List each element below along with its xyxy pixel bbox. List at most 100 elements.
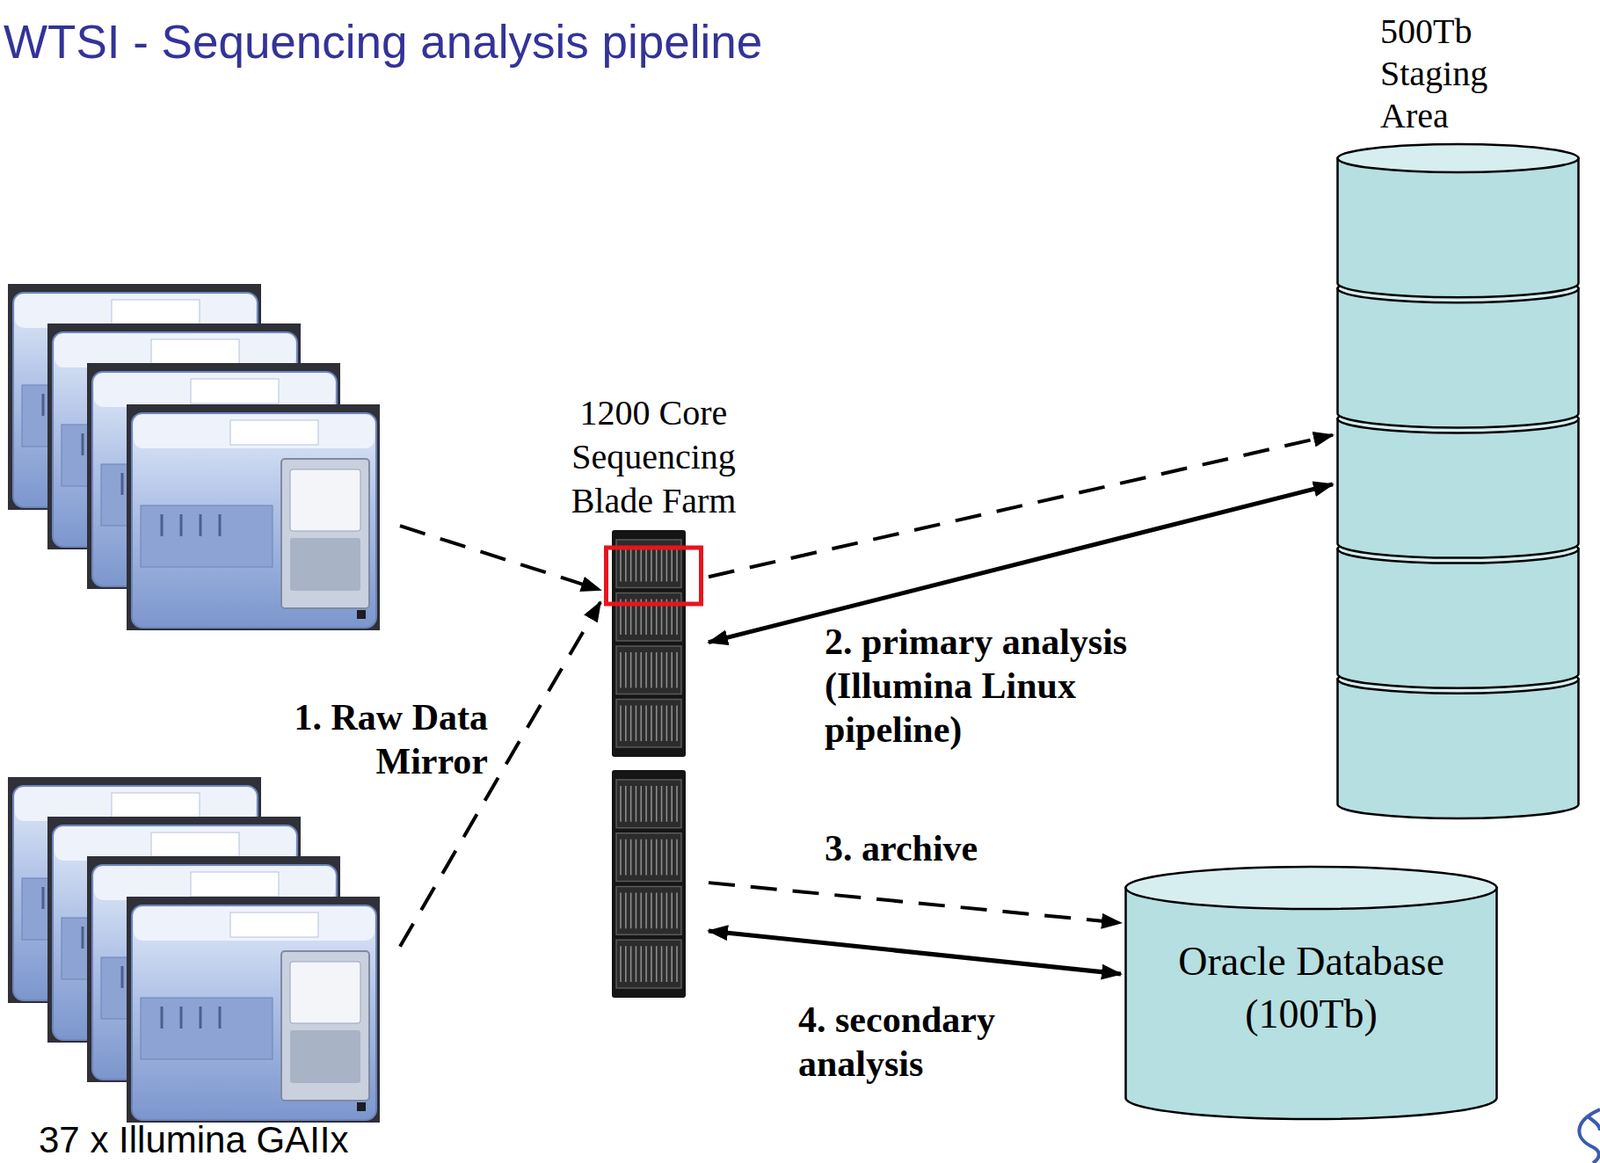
sequencer-stack-top (7, 283, 380, 631)
rack (611, 770, 686, 998)
blade (630, 945, 633, 982)
blade (666, 945, 669, 982)
blade (645, 545, 648, 582)
blade (666, 652, 669, 689)
blade (676, 945, 678, 982)
blade (661, 705, 663, 742)
blade (640, 652, 642, 689)
blade (655, 705, 658, 742)
blade (630, 545, 633, 582)
node-outline (603, 530, 704, 998)
blade (635, 893, 638, 930)
blade (640, 893, 642, 930)
blade (650, 705, 653, 742)
double-arrow (708, 484, 1333, 643)
blade (635, 785, 638, 822)
cylinder-body (1338, 158, 1579, 298)
blade (661, 652, 663, 689)
blade (676, 545, 678, 582)
node-heading: 500Tb Staging Area (1380, 10, 1548, 138)
blade (670, 785, 673, 822)
cylinder-body (1338, 288, 1579, 428)
blade (666, 545, 669, 582)
blade (670, 893, 673, 930)
highlight-box (606, 547, 702, 604)
blade (670, 839, 673, 876)
blade (676, 785, 678, 822)
blade (645, 652, 648, 689)
blade (676, 705, 678, 742)
blade (655, 785, 658, 822)
blade (630, 893, 633, 930)
blade (666, 785, 669, 822)
blade (661, 785, 663, 822)
blade (650, 545, 653, 582)
blade (635, 705, 638, 742)
cylinder-body (1338, 549, 1579, 689)
dashed-arrow (400, 525, 601, 590)
blade (666, 893, 669, 930)
blade (676, 839, 678, 876)
blade (666, 839, 669, 876)
blade (655, 893, 658, 930)
node-outline (1336, 142, 1580, 817)
blade-chassis (616, 699, 682, 749)
node-heading: 37 x Illumina GAIIx (38, 1120, 349, 1161)
node-label: Oracle Database (100Tb) (1149, 935, 1475, 1041)
edge-label: 4. secondary analysis (798, 997, 1062, 1086)
blade (661, 945, 663, 982)
edge-label: 2. primary analysis (Illumina Linux pipe… (824, 619, 1177, 752)
blade (645, 839, 648, 876)
blade (640, 945, 642, 982)
blade (666, 705, 669, 742)
blade (619, 945, 622, 982)
blade (670, 652, 673, 689)
blade (650, 839, 653, 876)
blade (661, 545, 663, 582)
blade-chassis (616, 887, 682, 936)
blade (655, 545, 658, 582)
rack (611, 530, 686, 757)
blade-farm: 1200 Core Sequencing Blade Farm (603, 530, 704, 998)
blade (650, 652, 653, 689)
cylinder-body (1338, 418, 1579, 558)
blade (670, 945, 673, 982)
blade (619, 652, 622, 689)
blade (640, 545, 642, 582)
blade (655, 839, 658, 876)
blade (630, 839, 633, 876)
blade (625, 652, 627, 689)
cylinder-top (1338, 144, 1579, 173)
blade-chassis (616, 593, 682, 642)
blade-chassis (616, 939, 682, 989)
blade (635, 545, 638, 582)
title: WTSI - Sequencing analysis pipeline (3, 14, 763, 71)
node-heading: 1200 Core Sequencing Blade Farm (548, 391, 760, 524)
blade (619, 545, 622, 582)
edge-label: 3. archive (824, 826, 978, 871)
cylinder-body (1338, 679, 1579, 819)
blade (625, 705, 627, 742)
blade (670, 545, 673, 582)
blade (645, 785, 648, 822)
blade (619, 839, 622, 876)
cylinder-top (1126, 866, 1498, 910)
dashed-arrow (708, 882, 1121, 924)
blade (661, 893, 663, 930)
blade (676, 893, 678, 930)
blade (625, 945, 627, 982)
blade (619, 893, 622, 930)
double-arrow (708, 930, 1121, 975)
blade (645, 705, 648, 742)
blade (625, 839, 627, 876)
blade-chassis (616, 833, 682, 882)
sequencer-stack-bottom (7, 777, 380, 1123)
cylinder-body (1126, 887, 1498, 1120)
blade (635, 839, 638, 876)
logo-mark (1578, 1109, 1600, 1163)
blade (630, 652, 633, 689)
blade (645, 945, 648, 982)
blade (625, 893, 627, 930)
blade (630, 705, 633, 742)
blade (619, 705, 622, 742)
